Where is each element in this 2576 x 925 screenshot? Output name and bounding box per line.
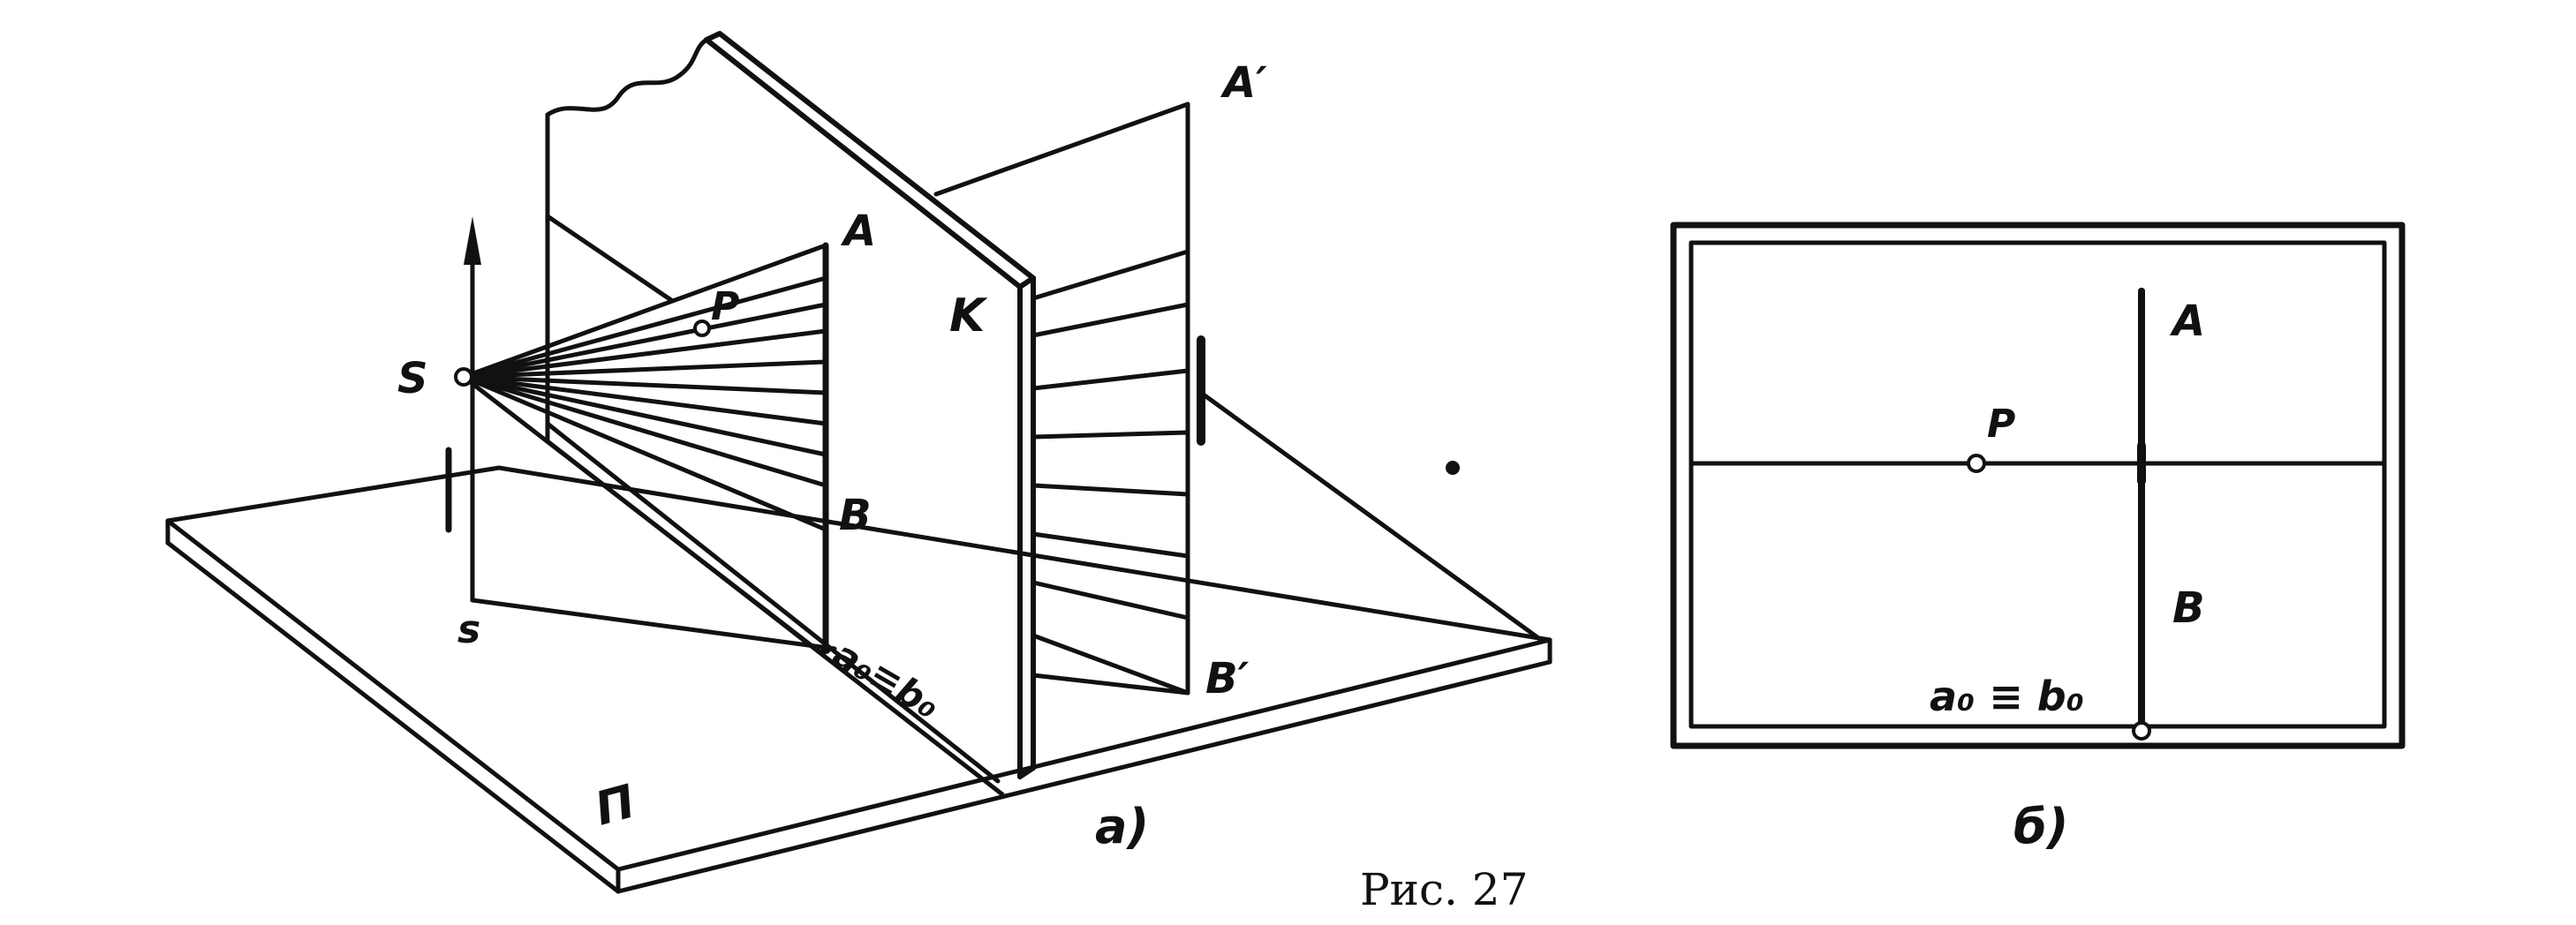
picture-plane-k [545,31,1036,797]
panel-b: A P B a₀ ≡ b₀ б) [1670,222,2406,854]
point-s [454,367,473,387]
frame-inner [1688,240,2387,729]
label-p-front: P [1987,402,2015,447]
label-a0b0-front: a₀ ≡ b₀ [1930,673,2084,720]
label-b: B [839,491,872,540]
figure-caption: Рис. 27 [1360,864,1528,915]
label-a-front: A [2169,297,2205,346]
point-a0b0-front [2132,721,2151,741]
label-a-prime: A′ [1220,58,1267,108]
label-b-prime: B′ [1205,654,1250,703]
point-p [693,320,711,337]
label-pi: П [590,775,641,836]
frame-outer [1670,222,2406,749]
point-a0b0 [820,643,831,654]
panel-a: S s P A B K A′ B′ a₀≡b₀ П a) [165,31,1552,894]
label-p: P [711,284,739,329]
label-k: K [949,290,988,342]
ground-plane [165,465,1552,894]
stray-dot [1446,461,1460,475]
projecting-rays [461,243,828,656]
label-s-upper: S [397,354,428,403]
label-a0b0-left: a₀≡b₀ [826,632,947,727]
label-s-lower: s [457,607,480,652]
image-rays [933,102,1190,696]
point-p-front [1967,454,1986,473]
caption-a: a) [1095,799,1149,854]
observer-axis [445,216,837,651]
arrow-up-icon [464,216,481,265]
label-a: A [840,207,876,256]
caption-b: б) [2013,799,2068,854]
label-b-front: B [2172,583,2205,633]
